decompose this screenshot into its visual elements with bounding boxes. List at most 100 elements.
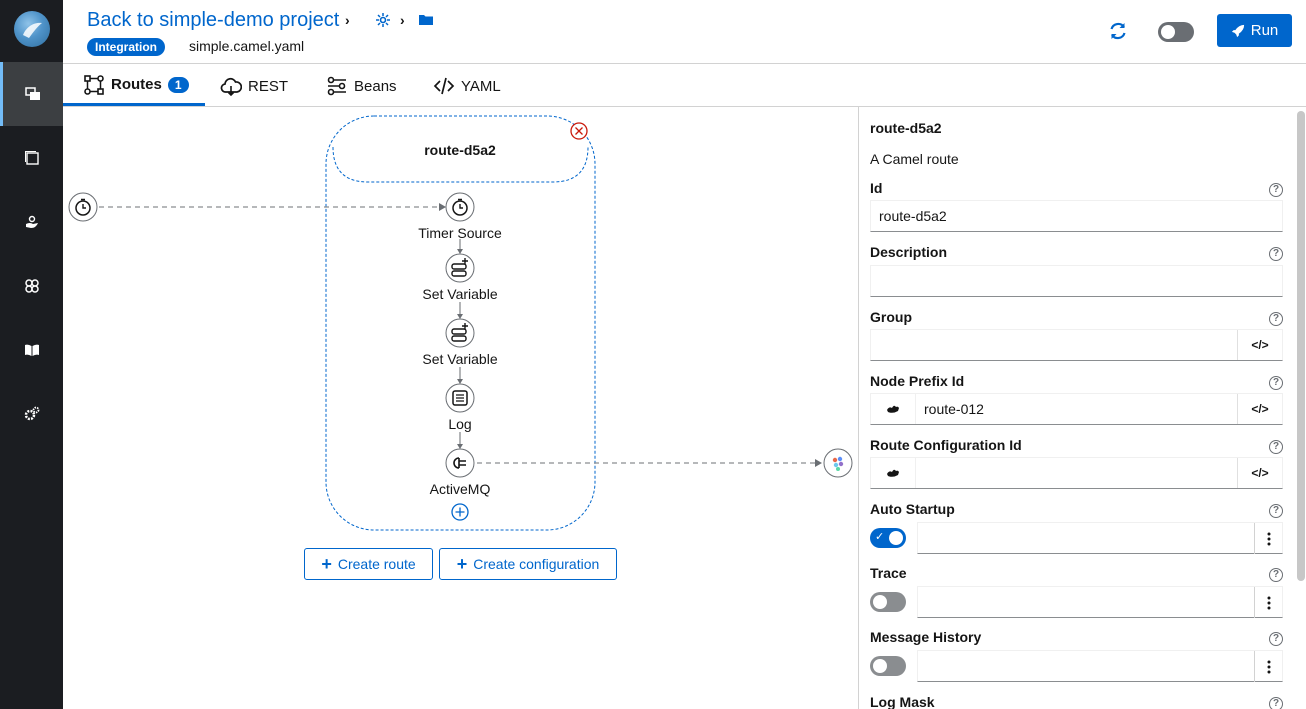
trace-label: Trace: [870, 565, 907, 581]
kebab-icon[interactable]: [1254, 587, 1282, 618]
node-prefix-input-group: route-012 </>: [870, 393, 1283, 425]
route-config-label: Route Configuration Id: [870, 437, 1022, 453]
refresh-icon[interactable]: [1107, 20, 1129, 42]
close-circle-icon[interactable]: [570, 122, 588, 140]
auto-startup-switch[interactable]: ✓: [870, 528, 906, 548]
kebab-icon[interactable]: [1254, 651, 1282, 682]
node-label-log: Log: [448, 416, 472, 432]
tab-rest-label: REST: [248, 77, 289, 95]
log-mask-label: Log Mask: [870, 694, 935, 709]
help-icon[interactable]: ?: [1269, 183, 1283, 197]
rail-item-pages[interactable]: [0, 126, 63, 190]
bean-icon: [327, 76, 346, 96]
tab-routes-label: Routes: [111, 76, 162, 93]
message-history-expression[interactable]: [917, 650, 1283, 682]
back-to-project-link[interactable]: Back to simple-demo project: [87, 9, 340, 31]
timer-icon[interactable]: [445, 192, 475, 222]
create-route-label: Create route: [337, 556, 416, 572]
panel-title: route-d5a2: [870, 120, 942, 136]
plus-icon: +: [321, 554, 332, 574]
tab-yaml[interactable]: YAML: [433, 66, 501, 106]
camel-icon[interactable]: [871, 458, 916, 488]
add-circle-icon[interactable]: [451, 503, 469, 521]
set-variable-icon[interactable]: [445, 253, 475, 283]
timer-icon[interactable]: [68, 192, 98, 222]
group-input[interactable]: [871, 330, 1237, 360]
header-toggle-switch[interactable]: [1158, 22, 1194, 42]
code-icon[interactable]: </>: [1237, 330, 1282, 360]
help-icon[interactable]: ?: [1269, 568, 1283, 582]
create-configuration-button[interactable]: + Create configuration: [439, 548, 617, 580]
rocket-icon: [1231, 24, 1244, 37]
code-icon: [433, 77, 455, 95]
routes-icon: [84, 74, 104, 95]
tab-rest[interactable]: REST: [220, 66, 288, 106]
check-icon: ✓: [875, 531, 885, 543]
pages-icon: [24, 151, 39, 165]
view-tabs: Routes 1 REST Beans YAML: [63, 66, 1306, 107]
help-icon[interactable]: ?: [1269, 376, 1283, 390]
left-rail: [0, 0, 63, 709]
book-icon: [24, 344, 39, 356]
routes-rail-icon: [25, 87, 40, 100]
rail-item-cluster[interactable]: [0, 254, 63, 318]
code-icon[interactable]: </>: [1237, 458, 1282, 488]
help-icon[interactable]: ?: [1269, 312, 1283, 326]
routes-count-badge: 1: [167, 76, 189, 93]
hand-icon: [25, 215, 38, 228]
route-config-input[interactable]: [916, 458, 1237, 488]
log-icon[interactable]: [445, 383, 475, 413]
help-icon[interactable]: ?: [1269, 632, 1283, 646]
cluster-icon: [24, 279, 39, 293]
help-icon[interactable]: ?: [1269, 440, 1283, 454]
kafka-icon[interactable]: [823, 448, 853, 478]
rail-item-hand[interactable]: [0, 190, 63, 254]
properties-panel: route-d5a2 A Camel route Id ? route-d5a2…: [858, 107, 1306, 709]
rail-item-settings[interactable]: [0, 382, 63, 446]
description-input[interactable]: [870, 265, 1283, 297]
set-variable-icon[interactable]: [445, 318, 475, 348]
trace-expression[interactable]: [917, 586, 1283, 618]
help-icon[interactable]: ?: [1269, 504, 1283, 518]
rail-item-docs[interactable]: [0, 318, 63, 382]
tab-beans[interactable]: Beans: [326, 66, 397, 106]
id-label: Id: [870, 180, 883, 196]
node-label-set-variable-1: Set Variable: [422, 286, 498, 302]
help-icon[interactable]: ?: [1269, 247, 1283, 261]
auto-startup-label: Auto Startup: [870, 501, 955, 517]
plus-icon: +: [456, 554, 468, 574]
message-history-label: Message History: [870, 629, 982, 645]
run-button[interactable]: Run: [1217, 14, 1292, 47]
route-title[interactable]: route-d5a2: [424, 142, 496, 158]
message-history-switch[interactable]: [870, 656, 906, 676]
rail-item-routes[interactable]: [0, 62, 63, 126]
group-label: Group: [870, 309, 912, 325]
header: Back to simple-demo project › › Integrat…: [63, 0, 1306, 64]
activemq-icon[interactable]: [445, 448, 475, 478]
camel-logo-icon[interactable]: [14, 11, 50, 47]
file-name: simple.camel.yaml: [189, 38, 305, 54]
panel-description: A Camel route: [870, 151, 959, 167]
run-label: Run: [1250, 22, 1279, 39]
route-config-input-group: </>: [870, 457, 1283, 489]
create-route-button[interactable]: + Create route: [304, 548, 433, 580]
kebab-icon[interactable]: [1254, 523, 1282, 554]
node-prefix-input[interactable]: route-012: [924, 401, 984, 417]
tab-routes[interactable]: Routes 1: [63, 66, 205, 106]
camel-icon[interactable]: [871, 394, 916, 424]
node-prefix-label: Node Prefix Id: [870, 373, 965, 389]
settings-icon: [24, 406, 39, 421]
help-icon[interactable]: ?: [1269, 697, 1283, 709]
panel-scrollbar[interactable]: [1297, 111, 1305, 581]
topology-icon[interactable]: [375, 12, 391, 28]
folder-icon[interactable]: [418, 12, 434, 28]
cloud-icon: [220, 77, 242, 97]
description-label: Description: [870, 244, 948, 260]
auto-startup-expression[interactable]: [917, 522, 1283, 554]
code-icon[interactable]: </>: [1237, 394, 1282, 424]
trace-switch[interactable]: [870, 592, 906, 612]
id-input[interactable]: route-d5a2: [870, 200, 1283, 232]
tab-beans-label: Beans: [354, 77, 397, 95]
route-canvas[interactable]: route-d5a2 Timer Source Set Variable Set…: [63, 107, 858, 709]
